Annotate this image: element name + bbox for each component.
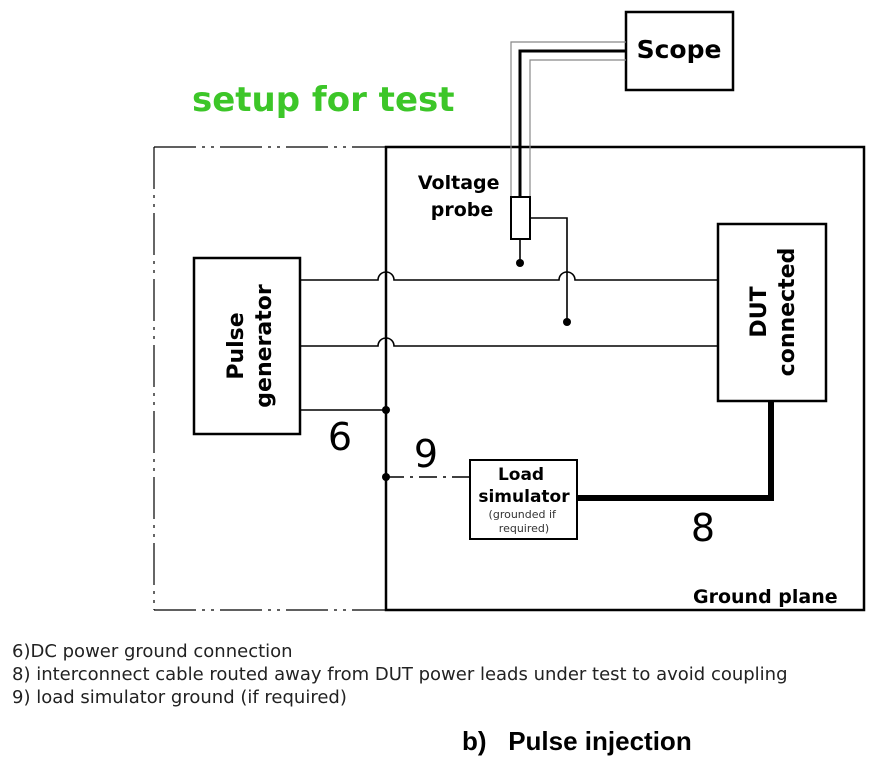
- scope-label: Scope: [637, 35, 722, 64]
- voltage-probe-label: Voltage probe: [418, 172, 506, 221]
- svg-text:Pulse: Pulse: [224, 312, 249, 379]
- power-lead-upper: [300, 271, 718, 281]
- probe-cable: [510, 41, 626, 197]
- load-simulator-note: (grounded if required): [489, 508, 560, 535]
- voltage-probe-body: [510, 196, 531, 240]
- svg-text:generator: generator: [252, 284, 277, 408]
- dut-label: DUT connected: [747, 248, 800, 377]
- marker-8: 8: [691, 506, 715, 550]
- note-item: 9) load simulator ground (if required): [12, 687, 347, 708]
- marker-9: 9: [414, 432, 438, 476]
- pulse-generator-label: Pulse generator: [224, 284, 277, 408]
- dut-box: [716, 222, 828, 403]
- marker-6: 6: [328, 415, 352, 459]
- probe-tip-dot: [516, 259, 524, 267]
- load-simulator-box: [469, 459, 578, 540]
- figure-caption: b) Pulse injection: [462, 726, 692, 756]
- ground-plane-label: Ground plane: [693, 586, 838, 608]
- notes-list: 6)DC power ground connection 8) intercon…: [12, 640, 788, 709]
- probe-ground-dot: [563, 318, 571, 326]
- interconnect-cable: [577, 401, 774, 501]
- note-item: 6)DC power ground connection: [12, 641, 293, 662]
- svg-text:DUT: DUT: [747, 286, 772, 337]
- ground-plane: [384, 145, 866, 612]
- svg-text:connected: connected: [775, 248, 800, 377]
- diagram-title: setup for test: [192, 80, 455, 120]
- load-simulator-label: Load simulator: [478, 465, 570, 507]
- power-lead-lower: [300, 337, 718, 347]
- dc-ground-node: [382, 406, 390, 414]
- probe-ground-lead: [530, 217, 568, 322]
- enclosure-outline: [153, 146, 386, 611]
- note-item: 8) interconnect cable routed away from D…: [12, 664, 788, 685]
